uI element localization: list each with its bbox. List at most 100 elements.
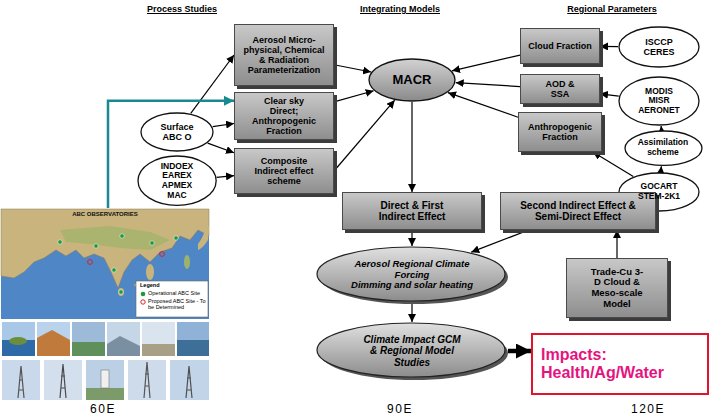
connector-arrow bbox=[661, 126, 663, 130]
photo bbox=[128, 360, 166, 400]
legend-ring bbox=[141, 299, 145, 303]
site-dot bbox=[160, 252, 165, 257]
connector-arrow bbox=[600, 94, 619, 96]
process-box: Composite Indirect effect scheme bbox=[234, 148, 334, 194]
photo-tower bbox=[144, 362, 150, 398]
photo-ground bbox=[107, 336, 140, 356]
connector-arrow bbox=[108, 101, 234, 208]
process-box: Clear sky Direct; Anthropogenic Fraction bbox=[234, 92, 334, 140]
photo-building bbox=[101, 370, 109, 388]
photo bbox=[72, 322, 105, 356]
photo-ground bbox=[86, 388, 124, 400]
site-dot bbox=[150, 241, 154, 245]
node-text-group: Cloud Fraction bbox=[528, 41, 592, 51]
connector-arrow bbox=[471, 230, 529, 252]
source-ellipse: INDOEX EAREX APMEX MAC bbox=[137, 155, 217, 206]
node-label: Impacts: Health/Ag/Water bbox=[541, 346, 697, 382]
process-box: Cloud Fraction bbox=[520, 28, 600, 64]
node-label: Climate Impact GCM & Regional Model Stud… bbox=[362, 334, 462, 368]
node-label: ABC OBSERVATORIES bbox=[72, 211, 138, 218]
node-text-group: Second Indirect Effect & Semi-Direct Eff… bbox=[513, 200, 643, 222]
site-photos bbox=[2, 322, 209, 400]
forcing-ellipse: Climate Impact GCM & Regional Model Stud… bbox=[316, 322, 508, 380]
site-dot bbox=[120, 234, 124, 238]
land bbox=[1, 209, 209, 288]
connector-arrow bbox=[452, 55, 520, 71]
source-ellipse: ISCCP CERES bbox=[618, 26, 700, 68]
photo-ground bbox=[37, 330, 70, 356]
connector-arrow bbox=[411, 102, 412, 192]
legend-symbol bbox=[140, 291, 146, 297]
connector-arrow bbox=[191, 55, 234, 113]
ellipse-body bbox=[619, 77, 699, 125]
connector-arrow bbox=[600, 46, 618, 47]
model-ellipse: MACR bbox=[368, 58, 456, 102]
photo-ground bbox=[142, 344, 175, 356]
node-text-group: Anthropogenic Fraction bbox=[523, 122, 597, 142]
photo-ground bbox=[177, 340, 209, 356]
photo-ground bbox=[72, 342, 105, 356]
photo bbox=[177, 322, 209, 356]
column-heading: Process Studies bbox=[147, 4, 217, 14]
node-text-group: MACR bbox=[393, 73, 432, 88]
node-text-group: ISCCP CERES bbox=[634, 37, 684, 57]
process-box: Direct & First Indirect Effect bbox=[342, 192, 482, 230]
connector-arrow bbox=[334, 100, 395, 171]
node-text-group: Trade-Cu 3-D Cloud & Meso-scale Model bbox=[589, 267, 645, 310]
photo-island bbox=[9, 337, 27, 345]
photo-tower bbox=[18, 366, 24, 398]
site-dot bbox=[174, 236, 178, 240]
process-box: AOD & SSA bbox=[520, 74, 600, 104]
connector-arrow bbox=[616, 230, 617, 258]
connector-arrow bbox=[660, 166, 662, 172]
node-label: ISCCP CERES bbox=[634, 37, 684, 57]
node-text-group: Impacts: Health/Ag/Water bbox=[541, 346, 697, 382]
forcing-ellipse: Aerosol Regional Climate ForcingDimming … bbox=[316, 246, 508, 304]
node-label: Assimilation scheme bbox=[633, 138, 693, 157]
site-dot bbox=[58, 240, 62, 244]
axis-label: 90E bbox=[387, 402, 413, 416]
connector-arrow bbox=[334, 65, 371, 72]
ellipse-body bbox=[369, 59, 455, 101]
ellipse-body bbox=[625, 131, 702, 165]
connector-arrow bbox=[508, 349, 531, 354]
node-label: Composite Indirect effect scheme bbox=[247, 156, 321, 186]
legend-title: Legend bbox=[140, 282, 160, 288]
axis-label: 60E bbox=[90, 402, 116, 416]
legend-dot bbox=[141, 291, 146, 296]
photo bbox=[37, 322, 70, 356]
site-dot bbox=[119, 290, 123, 294]
legend-symbol bbox=[140, 299, 146, 305]
source-ellipse: MODIS MISR AERONET bbox=[618, 76, 700, 126]
photo bbox=[44, 360, 82, 400]
node-label: AOD & SSA bbox=[540, 79, 580, 99]
photo-tower bbox=[186, 366, 192, 398]
node-text-group: Clear sky Direct; Anthropogenic Fraction bbox=[251, 96, 317, 136]
impact-box: Impacts: Health/Ag/Water bbox=[531, 333, 709, 395]
site-dot bbox=[112, 268, 116, 272]
node-label: Second Indirect Effect & Semi-Direct Eff… bbox=[513, 200, 643, 222]
node-label: Anthropogenic Fraction bbox=[523, 122, 597, 142]
process-box: Anthropogenic Fraction bbox=[518, 112, 602, 152]
ellipse-body bbox=[138, 156, 216, 205]
source-ellipse: Surface ABC O bbox=[140, 112, 214, 152]
node-label: Dimming and solar heating bbox=[342, 280, 482, 291]
connector-arrow bbox=[334, 91, 374, 102]
column-heading: Integrating Models bbox=[360, 4, 440, 14]
connector-arrow bbox=[208, 143, 234, 153]
connector-arrow bbox=[213, 123, 234, 126]
photo bbox=[2, 322, 35, 356]
connector-arrow bbox=[217, 176, 234, 178]
node-text-group: INDOEX EAREX APMEX MAC bbox=[155, 162, 199, 200]
ellipse-body bbox=[317, 323, 505, 377]
node-text-group: Aerosol Regional Climate ForcingDimming … bbox=[342, 259, 482, 291]
process-box: Trade-Cu 3-D Cloud & Meso-scale Model bbox=[566, 258, 668, 318]
axis-label: 120E bbox=[631, 402, 665, 416]
node-label: MODIS MISR AERONET bbox=[636, 87, 682, 116]
photo bbox=[2, 360, 40, 400]
ellipse-body bbox=[619, 27, 699, 67]
node-text-group: MODIS MISR AERONET bbox=[636, 87, 682, 116]
node-label: Aerosol Micro-physical, Chemical & Radia… bbox=[241, 35, 327, 75]
node-label: Trade-Cu 3-D Cloud & Meso-scale Model bbox=[589, 267, 645, 310]
